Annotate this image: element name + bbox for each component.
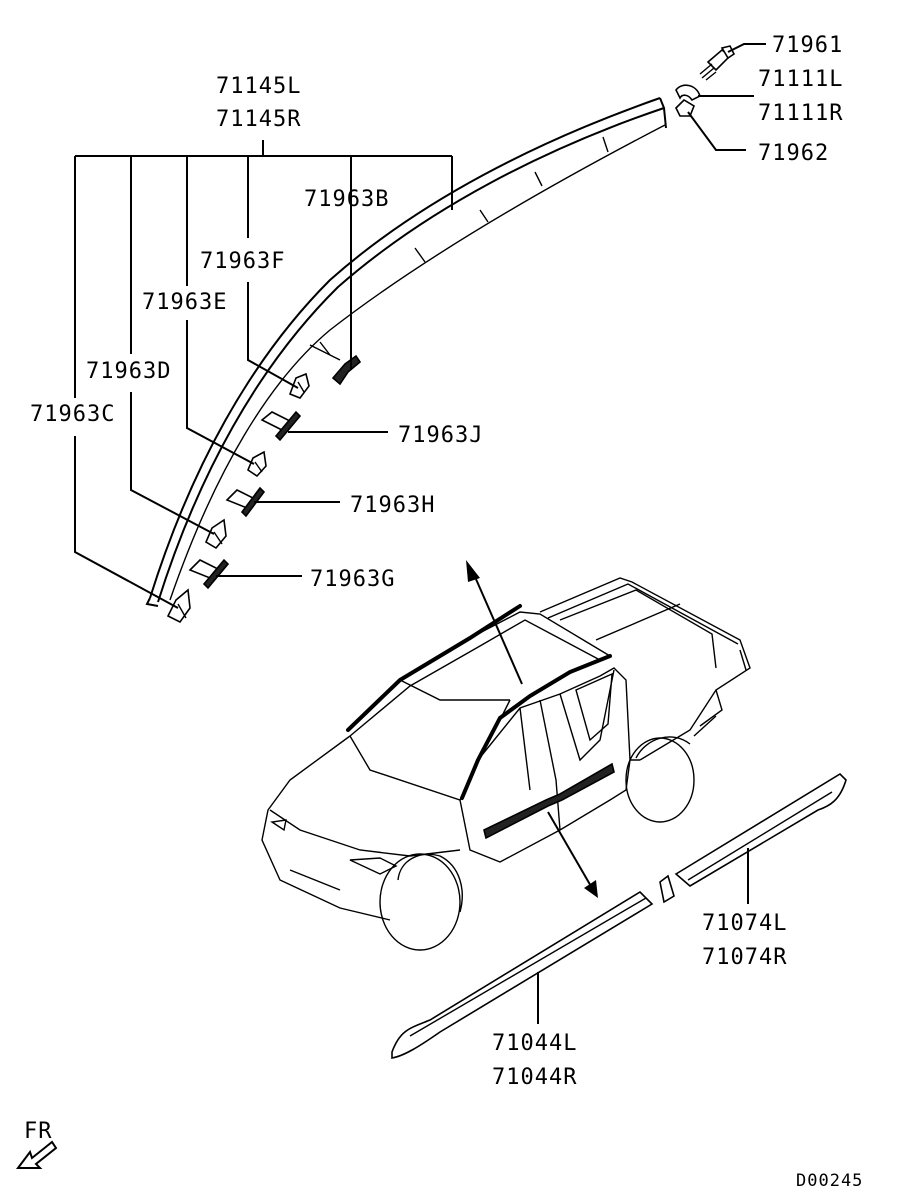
clip-71963H xyxy=(225,486,266,518)
truck-outline xyxy=(261,577,751,951)
label-71145L: 71145L xyxy=(216,74,301,99)
clip-71963G xyxy=(188,558,230,590)
roof-drip-molding xyxy=(145,97,667,607)
front-arrow-icon xyxy=(16,1140,58,1169)
clip-71963B xyxy=(331,354,362,386)
label-71145R: 71145R xyxy=(216,107,301,132)
label-71963C: 71963C xyxy=(30,402,115,427)
drawing-code: D00245 xyxy=(796,1171,863,1187)
clip-71963E xyxy=(247,450,267,478)
label-71963B: 71963B xyxy=(304,187,389,212)
end-cap-71111 xyxy=(675,84,701,102)
front-direction-indicator: FR xyxy=(16,1119,58,1169)
label-71963D: 71963D xyxy=(86,359,171,384)
label-71044L: 71044L xyxy=(492,1031,577,1056)
label-71961: 71961 xyxy=(772,33,843,58)
label-71963J: 71963J xyxy=(398,423,483,448)
label-71074L: 71074L xyxy=(702,911,787,936)
pointer-arrows xyxy=(466,560,598,898)
clip-71963C xyxy=(166,588,191,624)
leader-lines-roof xyxy=(74,43,766,609)
door-molding-rear-71074 xyxy=(659,772,847,904)
label-71963E: 71963E xyxy=(142,290,227,315)
label-71111L: 71111L xyxy=(758,67,843,92)
door-molding-front-71044 xyxy=(391,890,654,1059)
clip-71963J xyxy=(260,410,302,442)
leader-lines-lower xyxy=(537,848,749,1024)
label-71044R: 71044R xyxy=(492,1065,577,1090)
clip-71962 xyxy=(675,98,695,117)
clip-71963D xyxy=(204,518,227,550)
clip-71963F xyxy=(288,372,310,399)
label-71074R: 71074R xyxy=(702,945,787,970)
label-71111R: 71111R xyxy=(758,101,843,126)
label-71962: 71962 xyxy=(758,141,829,166)
front-label: FR xyxy=(24,1119,53,1144)
label-71963G: 71963G xyxy=(310,567,395,592)
label-71963H: 71963H xyxy=(350,493,435,518)
label-71963F: 71963F xyxy=(200,249,285,274)
